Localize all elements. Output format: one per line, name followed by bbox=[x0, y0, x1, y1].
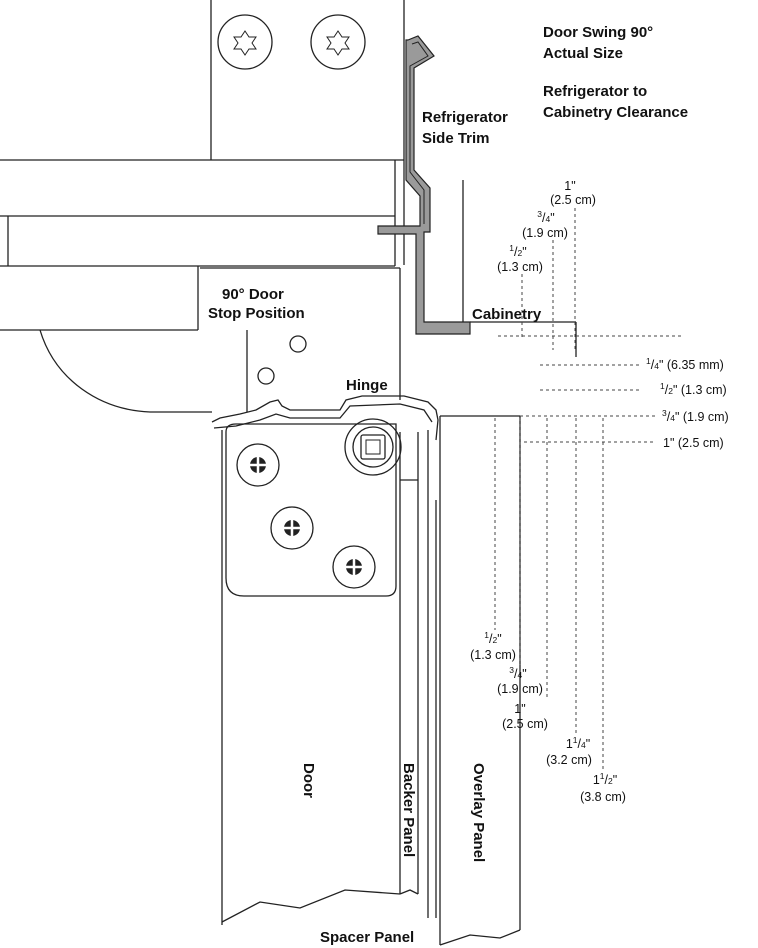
dim-label: 1/2" bbox=[509, 243, 526, 259]
dim-label: 1/2" (1.3 cm) bbox=[660, 381, 727, 397]
hinge-assembly bbox=[211, 395, 439, 476]
stop-label-2: Stop Position bbox=[208, 305, 305, 322]
right-dims: 1/4" (6.35 mm) 1/2" (1.3 cm) 3/4" (1.9 c… bbox=[646, 356, 729, 450]
dim-label: 3/4" bbox=[509, 665, 526, 681]
backer-panel-label: Backer Panel bbox=[400, 763, 417, 857]
side-trim-label-2: Side Trim bbox=[422, 130, 490, 147]
hinge-label: Hinge bbox=[346, 377, 388, 394]
cabinetry bbox=[462, 180, 577, 357]
dim-metric: (3.8 cm) bbox=[580, 790, 626, 804]
phillips-screw-icon bbox=[332, 545, 376, 589]
dim-metric: (2.5 cm) bbox=[550, 193, 596, 207]
dim-label: 3/4" (1.9 cm) bbox=[662, 408, 729, 424]
stop-hole-icon bbox=[257, 367, 275, 385]
overlay-panel bbox=[439, 415, 521, 946]
dim-label: 11/2" bbox=[593, 771, 617, 787]
dim-metric: (2.5 cm) bbox=[502, 717, 548, 731]
torx-screw-icon bbox=[310, 14, 366, 70]
dim-metric: (1.3 cm) bbox=[497, 260, 543, 274]
overlay-panel-label: Overlay Panel bbox=[470, 763, 487, 862]
dim-label: 11/4" bbox=[566, 735, 590, 751]
side-trim bbox=[377, 35, 471, 335]
title-line-2: Actual Size bbox=[543, 45, 623, 62]
title-line-1: Door Swing 90° bbox=[543, 24, 653, 41]
phillips-screw-icon bbox=[270, 506, 314, 550]
dim-metric: (1.9 cm) bbox=[522, 226, 568, 240]
dim-label: 1" bbox=[564, 179, 575, 193]
title-block: Door Swing 90° Actual Size Refrigerator … bbox=[543, 24, 688, 121]
bottom-dims: 1/2" (1.3 cm) 3/4" (1.9 cm) 1" (2.5 cm) … bbox=[470, 630, 626, 804]
refrigerator-body bbox=[0, 0, 405, 413]
title-line-4: Cabinetry Clearance bbox=[543, 104, 688, 121]
cabinetry-label: Cabinetry bbox=[472, 306, 542, 323]
dim-label: 1/2" bbox=[484, 630, 501, 646]
dim-metric: (1.9 cm) bbox=[497, 682, 543, 696]
spacer-panel-label: Spacer Panel bbox=[320, 929, 414, 946]
stop-hole-icon bbox=[289, 335, 307, 353]
dimension-lines bbox=[494, 208, 684, 770]
phillips-screw-icon bbox=[236, 443, 280, 487]
dim-label: 1" bbox=[514, 702, 525, 716]
title-line-3: Refrigerator to bbox=[543, 83, 647, 100]
dim-metric: (1.3 cm) bbox=[470, 648, 516, 662]
door-plate bbox=[225, 423, 397, 597]
top-dims: 1" (2.5 cm) 3/4" (1.9 cm) 1/2" (1.3 cm) bbox=[497, 179, 596, 274]
dim-metric: (3.2 cm) bbox=[546, 753, 592, 767]
spacer-panel bbox=[427, 430, 437, 918]
door bbox=[221, 430, 401, 925]
torx-screw-icon bbox=[217, 14, 273, 70]
side-trim-label-1: Refrigerator bbox=[422, 109, 508, 126]
dim-label: 1" (2.5 cm) bbox=[663, 436, 724, 450]
dim-label: 1/4" (6.35 mm) bbox=[646, 356, 724, 372]
stop-label-1: 90° Door bbox=[222, 286, 284, 303]
backer-panel bbox=[399, 432, 419, 895]
hinge-pivot-icon bbox=[360, 434, 386, 460]
door-label: Door bbox=[300, 763, 317, 798]
dim-label: 3/4" bbox=[537, 209, 554, 225]
